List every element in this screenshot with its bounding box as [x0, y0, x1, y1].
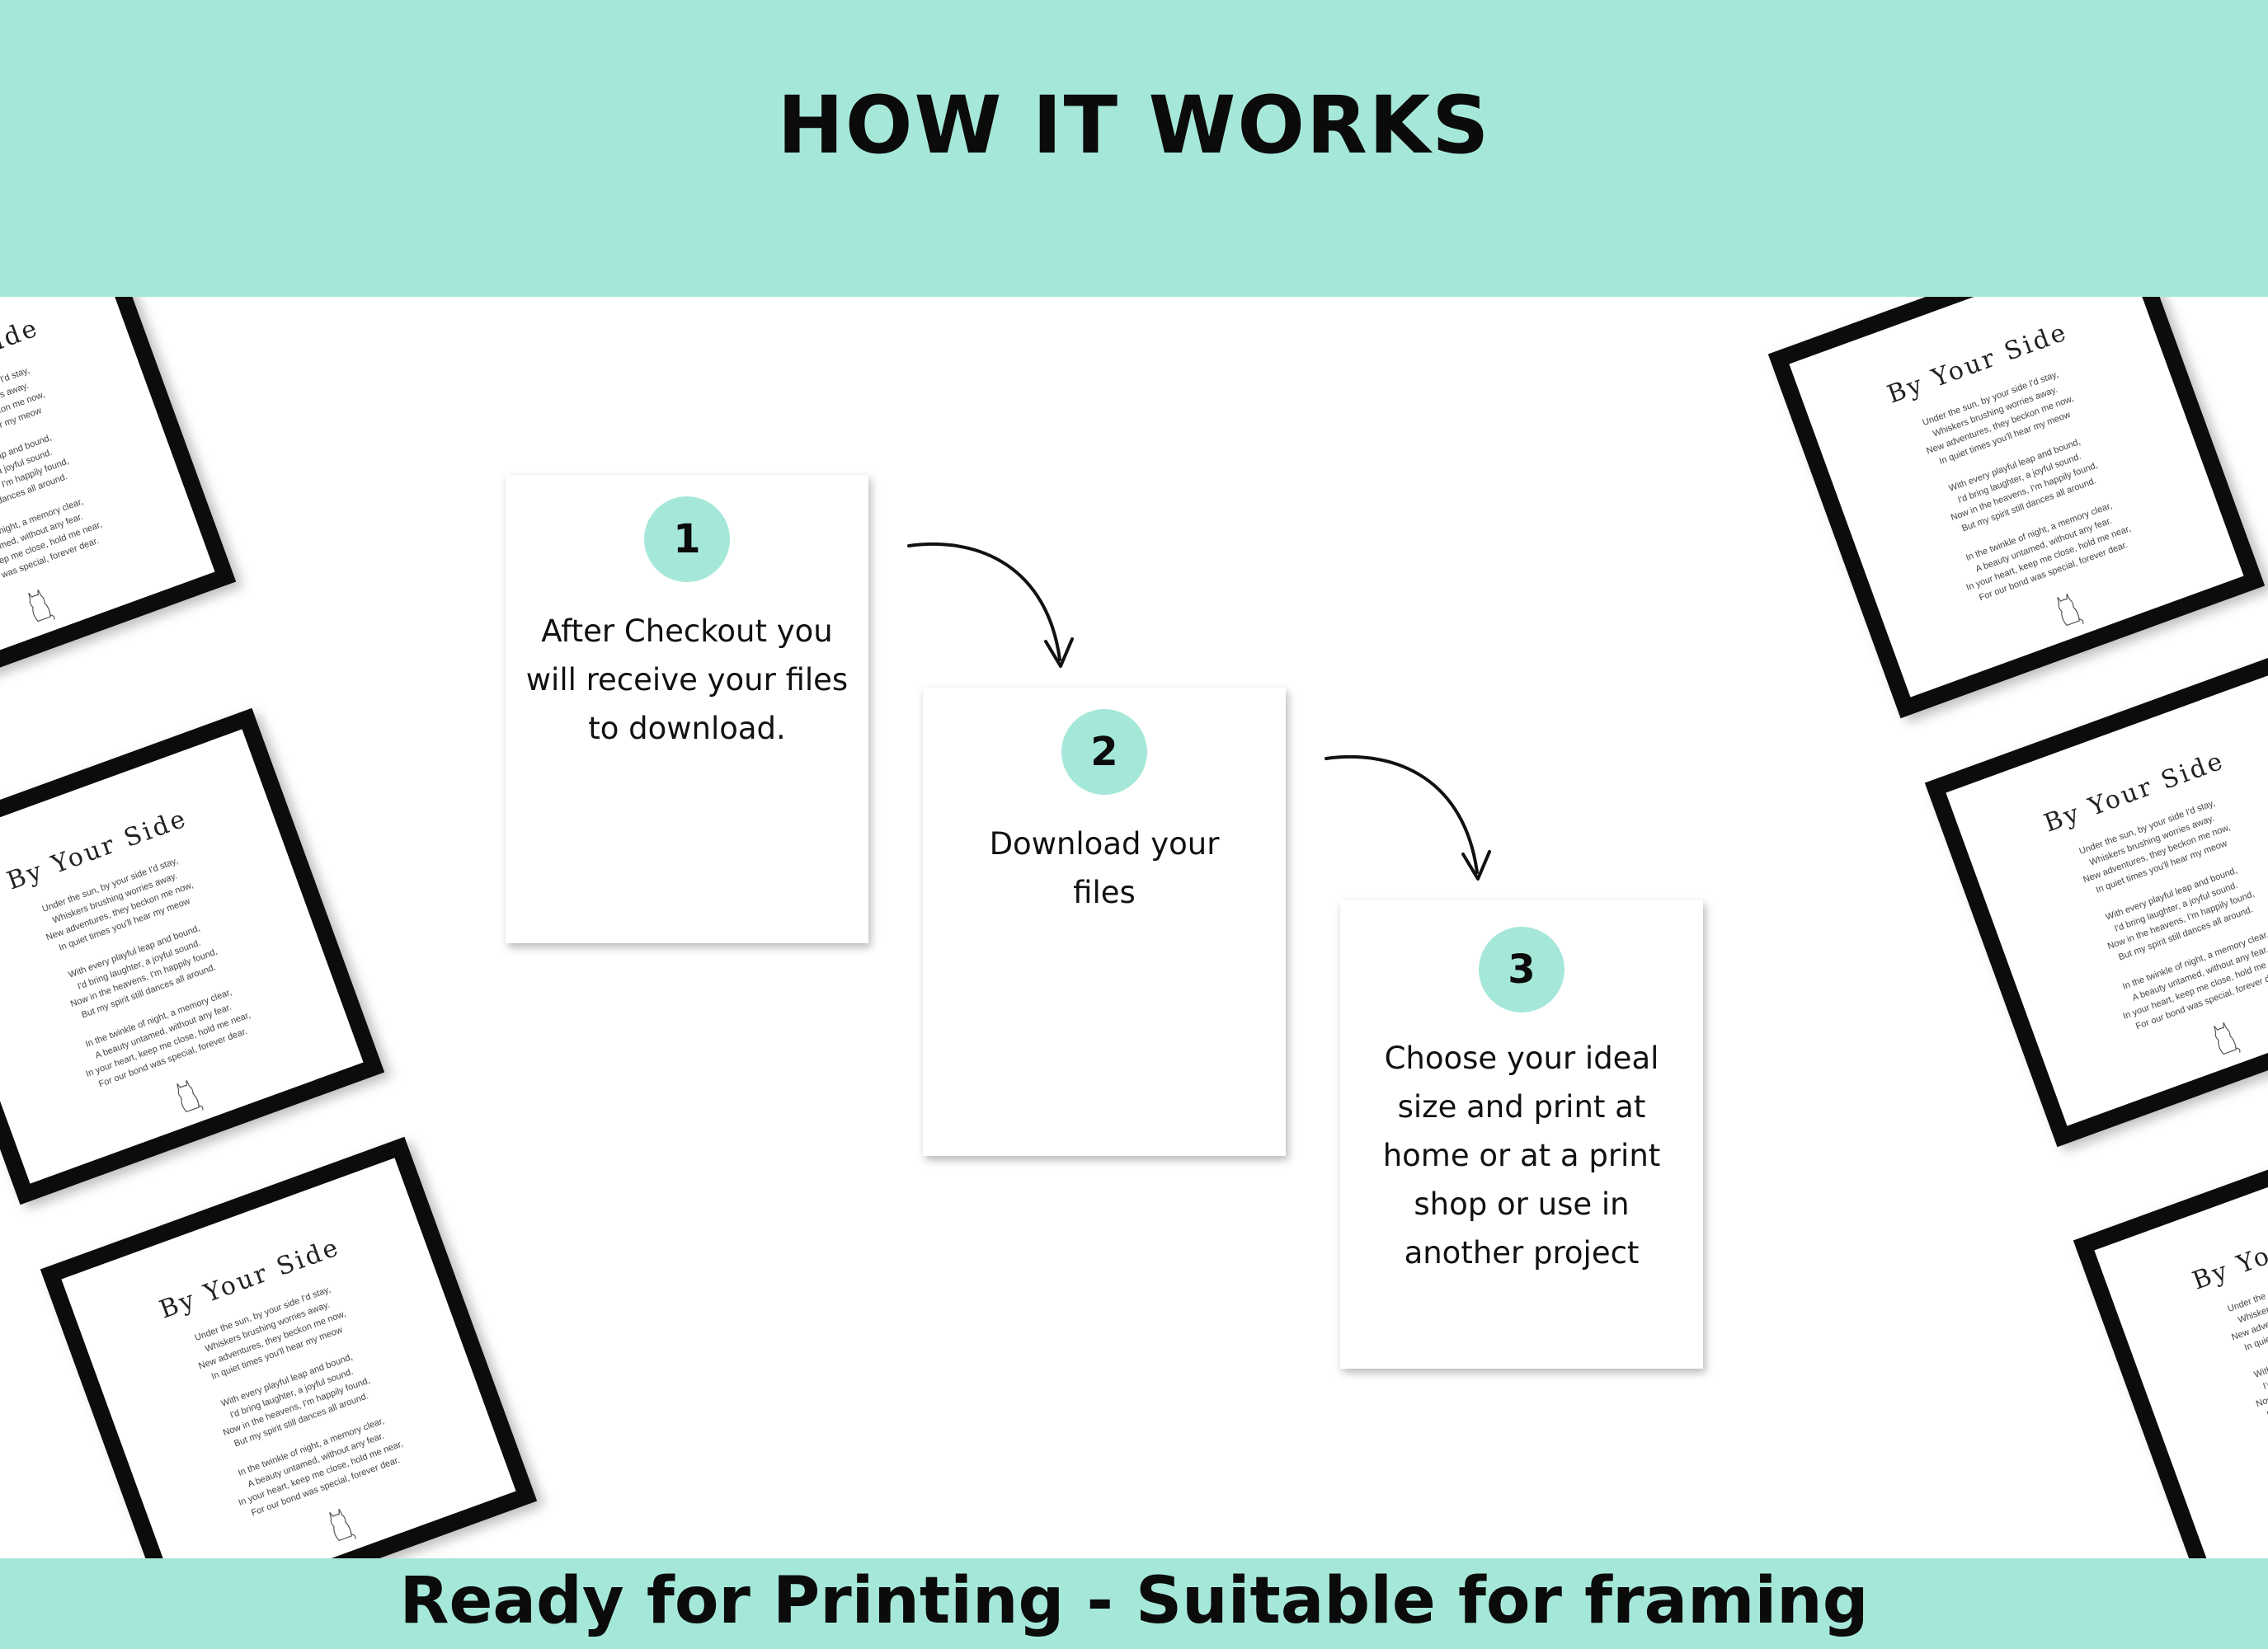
step-number-badge: 1	[644, 496, 730, 582]
poem-preview: By Your Side Under the sun, by your side…	[1963, 718, 2268, 1117]
poem-preview: By Your Side Under the sun, by your side…	[1806, 297, 2241, 688]
cat-outline-icon	[2214, 1022, 2241, 1055]
framed-print: By Your Side Under the sun, by your side…	[0, 297, 237, 715]
frames-stage: By Your Side Under the sun, by your side…	[0, 297, 2268, 1558]
step-card-2: 2 Download your files	[923, 688, 1286, 1156]
curved-arrow-icon	[1325, 754, 1491, 881]
footer-tagline: Ready for Printing - Suitable for framin…	[399, 1564, 1869, 1638]
page-title: HOW IT WORKS	[777, 79, 1491, 171]
cat-outline-icon	[176, 1079, 204, 1113]
framed-print: By Your Side Under the sun, by your side…	[1924, 650, 2268, 1148]
poem-preview: By Your Side Under the sun, by your side…	[2111, 1176, 2268, 1558]
cat-outline-icon	[2057, 593, 2084, 627]
step-card-1: 1 After Checkout you will receive your f…	[506, 475, 868, 943]
framed-print: By Your Side Under the sun, by your side…	[1767, 297, 2266, 719]
poem-preview: By Your Side Under the sun, by your side…	[78, 1205, 513, 1558]
framed-print: By Your Side Under the sun, by your side…	[0, 707, 385, 1205]
framed-print: By Your Side Under the sun, by your side…	[40, 1136, 538, 1558]
framed-print: By Your Side Under the sun, by your side…	[2073, 1107, 2268, 1558]
poem-preview: By Your Side Under the sun, by your side…	[0, 297, 212, 684]
step-description: Choose your ideal size and print at home…	[1382, 1041, 1661, 1271]
cat-outline-icon	[28, 589, 55, 622]
step-card-3: 3 Choose your ideal size and print at ho…	[1340, 900, 1703, 1369]
header-band	[0, 0, 2268, 297]
step-number-badge: 3	[1479, 927, 1565, 1012]
poem-preview: By Your Side Under the sun, by your side…	[0, 776, 360, 1175]
step-description: After Checkout you will receive your fil…	[525, 613, 849, 746]
curved-arrow-icon	[907, 542, 1074, 668]
cat-outline-icon	[329, 1508, 356, 1542]
step-description: Download your files	[989, 826, 1220, 910]
step-number-badge: 2	[1061, 709, 1147, 795]
footer-band	[0, 1558, 2268, 1649]
